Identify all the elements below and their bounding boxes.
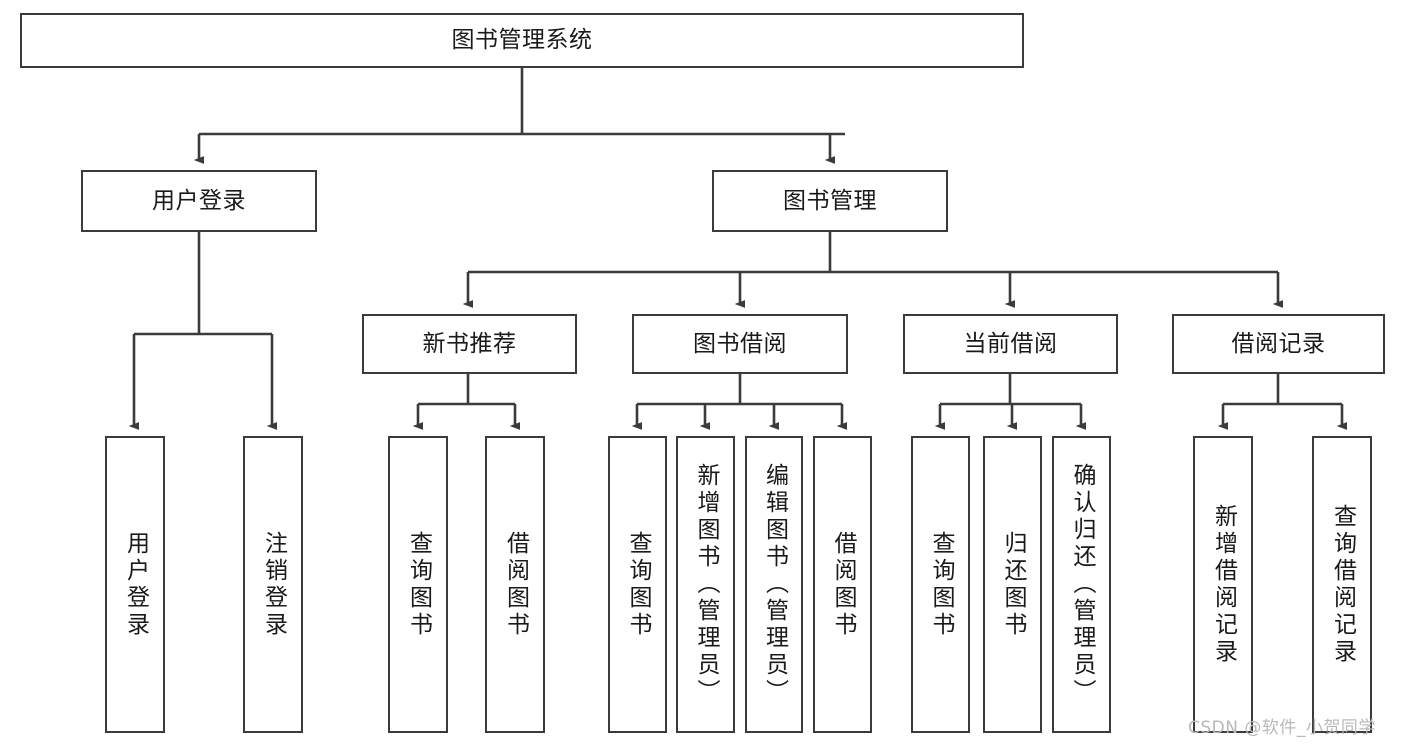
node-leaf-user-login-label: 用户登录	[122, 530, 149, 639]
node-leaf-borrow-book-2[interactable]: 借阅图书	[813, 436, 872, 733]
watermark-text: CSDN @软件_小贺同学	[1188, 718, 1376, 738]
node-leaf-edit-book-label: 编辑图书（管理员）	[761, 463, 788, 706]
node-leaf-borrow-book-1-label: 借阅图书	[502, 530, 529, 639]
node-leaf-add-book-label: 新增图书（管理员）	[693, 463, 719, 706]
node-leaf-edit-book[interactable]: 编辑图书（管理员）	[745, 436, 803, 733]
node-root-system[interactable]: 图书管理系统	[20, 13, 1024, 68]
node-leaf-user-login[interactable]: 用户登录	[105, 436, 165, 733]
node-root-system-label: 图书管理系统	[451, 27, 593, 54]
node-borrow-record[interactable]: 借阅记录	[1172, 314, 1385, 374]
node-leaf-user-logout-label: 注销登录	[260, 530, 287, 639]
node-new-book-rec-label: 新书推荐	[422, 330, 517, 357]
node-book-manage-label: 图书管理	[783, 187, 877, 214]
node-leaf-borrow-book-1[interactable]: 借阅图书	[485, 436, 545, 733]
node-borrow-record-label: 借阅记录	[1231, 330, 1326, 357]
node-user-login-label: 用户登录	[152, 187, 246, 214]
node-user-login[interactable]: 用户登录	[81, 170, 317, 232]
node-leaf-confirm-return-label: 确认归还（管理员）	[1069, 463, 1095, 706]
node-current-borrow-label: 当前借阅	[963, 330, 1058, 357]
node-leaf-add-record-label: 新增借阅记录	[1210, 503, 1237, 666]
node-leaf-query-book-1[interactable]: 查询图书	[388, 436, 448, 733]
node-leaf-add-record[interactable]: 新增借阅记录	[1193, 436, 1253, 733]
node-leaf-query-book-3-label: 查询图书	[928, 530, 954, 639]
node-book-manage[interactable]: 图书管理	[712, 170, 948, 232]
node-leaf-query-book-2-label: 查询图书	[625, 530, 651, 639]
node-leaf-return-book[interactable]: 归还图书	[983, 436, 1042, 733]
node-current-borrow[interactable]: 当前借阅	[903, 314, 1118, 374]
node-leaf-query-record-label: 查询借阅记录	[1329, 503, 1356, 666]
node-book-borrow-label: 图书借阅	[693, 330, 787, 357]
node-leaf-query-book-3[interactable]: 查询图书	[911, 436, 970, 733]
node-leaf-query-book-1-label: 查询图书	[405, 530, 432, 639]
node-leaf-confirm-return[interactable]: 确认归还（管理员）	[1052, 436, 1111, 733]
node-book-borrow[interactable]: 图书借阅	[632, 314, 848, 374]
node-leaf-add-book[interactable]: 新增图书（管理员）	[676, 436, 735, 733]
node-leaf-query-book-2[interactable]: 查询图书	[608, 436, 667, 733]
node-leaf-return-book-label: 归还图书	[1000, 530, 1026, 639]
node-leaf-query-record[interactable]: 查询借阅记录	[1312, 436, 1372, 733]
node-leaf-borrow-book-2-label: 借阅图书	[830, 530, 856, 639]
node-leaf-user-logout[interactable]: 注销登录	[243, 436, 303, 733]
node-new-book-rec[interactable]: 新书推荐	[362, 314, 577, 374]
